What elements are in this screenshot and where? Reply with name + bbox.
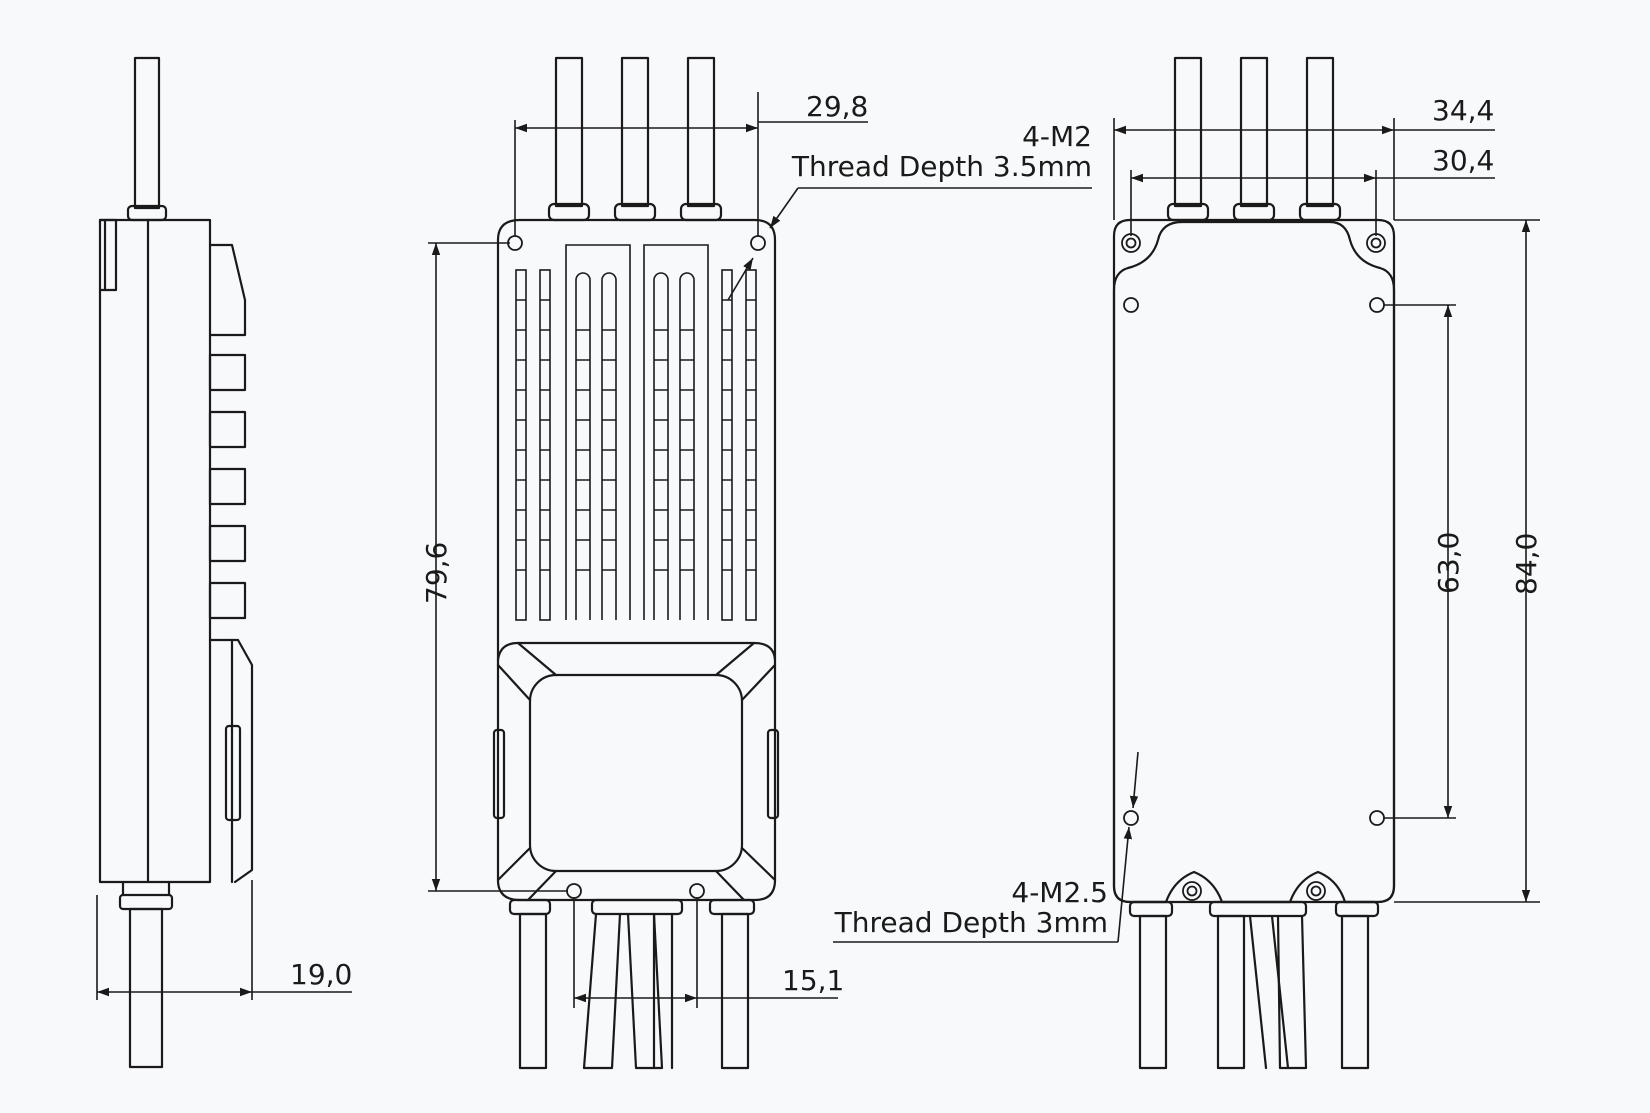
side-view: 19,0 xyxy=(96,56,352,1069)
front-hole-top-left xyxy=(507,235,523,251)
callout-m25-spec: 4-M2.5 xyxy=(1011,876,1108,909)
front-bottom-cables xyxy=(508,898,756,1070)
back-m25-hole-3 xyxy=(1123,810,1139,826)
back-view: 34,4 30,4 63,0 84,0 xyxy=(833,56,1543,1070)
dim-front-bottom-hole-spacing: 15,1 xyxy=(782,964,844,997)
callout-m2-spec: 4-M2 xyxy=(1022,120,1092,153)
back-bottom-cables xyxy=(1128,900,1380,1070)
front-hole-bottom-left xyxy=(566,883,582,899)
dim-front-height: 79,6 xyxy=(420,542,453,604)
callout-m25-depth: Thread Depth 3mm xyxy=(834,906,1108,939)
side-fins xyxy=(208,353,247,620)
front-hole-top-right xyxy=(750,235,766,251)
back-m25-hole-4 xyxy=(1369,810,1385,826)
back-m25-hole-2 xyxy=(1369,297,1385,313)
front-view: 29,8 79,6 15,1 xyxy=(420,56,1092,1070)
front-hole-bottom-right xyxy=(689,883,705,899)
dim-back-hole-height: 63,0 xyxy=(1432,532,1465,594)
dim-side-thickness: 19,0 xyxy=(290,958,352,991)
callout-m25: 4-M2.5 Thread Depth 3mm xyxy=(834,876,1108,939)
back-top-cables xyxy=(1166,56,1342,222)
front-top-cables xyxy=(547,56,723,222)
callout-m2-depth: Thread Depth 3.5mm xyxy=(791,150,1092,183)
back-m25-hole-1 xyxy=(1123,297,1139,313)
front-heatsink-fins xyxy=(515,244,757,621)
callout-m2: 4-M2 Thread Depth 3.5mm xyxy=(791,120,1092,183)
dim-back-total-height: 84,0 xyxy=(1510,533,1543,595)
dim-front-hole-width: 29,8 xyxy=(806,90,868,123)
dim-back-hole-width: 30,4 xyxy=(1432,144,1494,177)
dim-back-total-width: 34,4 xyxy=(1432,94,1494,127)
